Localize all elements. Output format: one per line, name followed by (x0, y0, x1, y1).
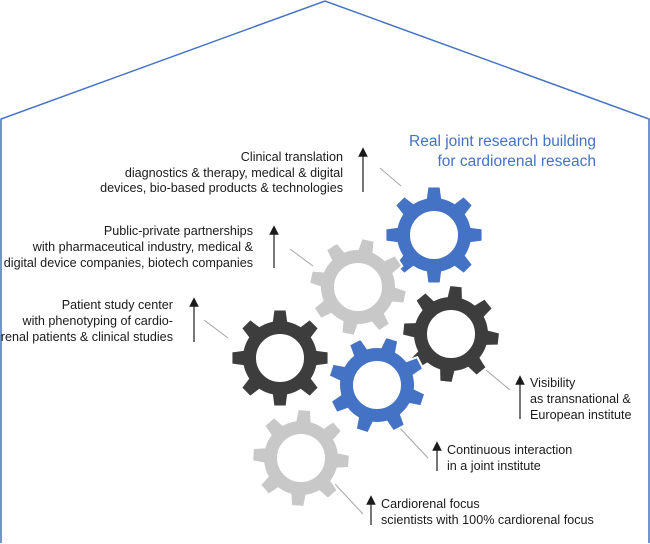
label-clinical-line-2: diagnostics & therapy, medical & digital (125, 166, 343, 180)
label-continuous-heading: Continuous interaction (447, 443, 572, 457)
title-line-2: for cardiorenal reseach (437, 153, 596, 170)
label-clinical-line-3: devices, bio-based products & technologi… (100, 181, 343, 195)
leader-lines (203, 167, 511, 515)
arrows (189, 147, 525, 525)
label-focus-line-2: scientists with 100% cardiorenal focus (381, 513, 594, 527)
label-continuous: Continuous interaction in a joint instit… (447, 443, 572, 473)
label-visibility: Visibility as transnational & European i… (530, 376, 632, 422)
label-ppp: Public-private partnerships with pharmac… (4, 224, 254, 270)
gear-gray-upper-icon (307, 236, 409, 338)
leader-patient (203, 319, 229, 339)
gear-blue-middle-icon (327, 335, 427, 435)
gear-blue-top-icon (384, 185, 484, 285)
label-patient-heading: Patient study center (62, 298, 173, 312)
label-visibility-heading: Visibility (530, 376, 576, 390)
label-focus-heading: Cardiorenal focus (381, 497, 480, 511)
title-line-1: Real joint research building (409, 133, 596, 150)
leader-focus (334, 483, 364, 515)
label-visibility-line-2: as transnational & (530, 392, 631, 406)
label-patient-line-2: with phenotyping of cardio- (21, 314, 173, 328)
gear-gray-bottom-icon (251, 408, 351, 508)
label-ppp-heading: Public-private partnerships (104, 224, 253, 238)
label-clinical: Clinical translation diagnostics & thera… (100, 150, 343, 195)
gears-group (230, 185, 502, 508)
leader-ppp (289, 248, 314, 267)
gear-dark-left-icon (230, 308, 330, 408)
gear-dark-right-icon (400, 283, 502, 385)
label-ppp-line-2: with pharmaceutical industry, medical & (32, 240, 254, 254)
label-patient: Patient study center with phenotyping of… (1, 298, 173, 344)
label-ppp-line-3: digital device companies, biotech compan… (4, 256, 253, 270)
leader-continuous (397, 425, 429, 459)
label-visibility-line-3: European institute (530, 408, 632, 422)
label-continuous-line-2: in a joint institute (447, 459, 541, 473)
label-focus: Cardiorenal focus scientists with 100% c… (381, 497, 594, 527)
leader-clinical (379, 167, 402, 187)
label-clinical-heading: Clinical translation (241, 150, 343, 164)
leader-visibility (485, 369, 511, 391)
label-patient-line-3: renal patients & clinical studies (1, 330, 173, 344)
